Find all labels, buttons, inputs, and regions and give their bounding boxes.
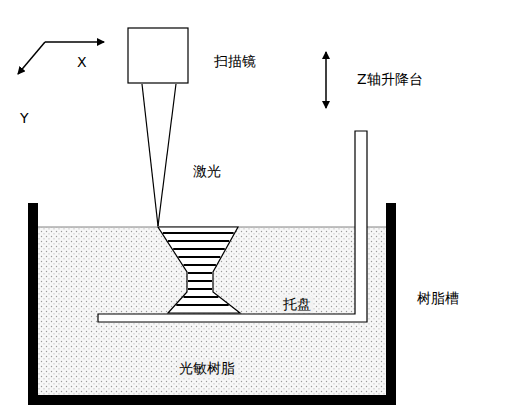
platform bbox=[98, 131, 367, 322]
scan-mirror-box bbox=[128, 28, 188, 83]
layer-line bbox=[188, 288, 212, 290]
part-label: 树脂槽 bbox=[417, 290, 459, 307]
layer-line bbox=[183, 296, 218, 298]
resin-tank bbox=[28, 203, 396, 405]
layer-line bbox=[173, 248, 225, 250]
layer-line bbox=[188, 272, 212, 274]
axis-label: Y bbox=[20, 110, 29, 127]
layer-line bbox=[188, 280, 212, 282]
axis-arrows bbox=[18, 42, 104, 74]
layer-line bbox=[168, 240, 229, 242]
layer-line bbox=[163, 232, 234, 234]
part-label: 光敏树脂 bbox=[177, 360, 237, 377]
printed-part bbox=[158, 227, 240, 313]
part-label: 激光 bbox=[193, 163, 221, 180]
axis-label: X bbox=[77, 54, 87, 71]
layer-line bbox=[176, 304, 228, 306]
part-label: Z轴升降台 bbox=[357, 71, 423, 88]
part-label: 托盘 bbox=[281, 296, 313, 313]
resin-fill bbox=[38, 227, 386, 395]
laser-beam bbox=[142, 84, 176, 226]
layer-line bbox=[178, 256, 220, 258]
part-label: 扫描镜 bbox=[214, 53, 256, 70]
layer-line bbox=[183, 264, 215, 266]
z-lift-arrow bbox=[325, 52, 327, 108]
